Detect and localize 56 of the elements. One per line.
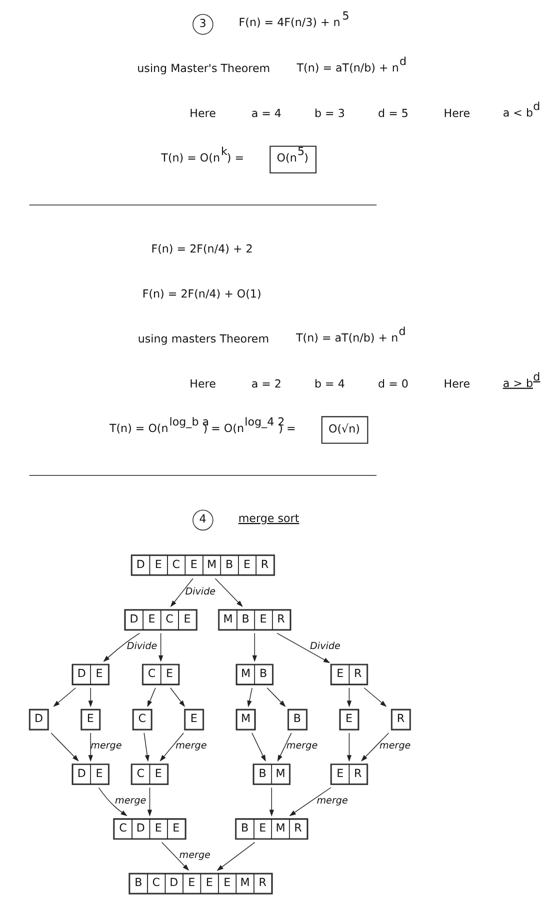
arrow <box>266 688 286 707</box>
edge-label: merge <box>379 740 410 752</box>
edge-label: Divide <box>126 640 157 652</box>
arrow <box>102 632 140 662</box>
label: Here <box>189 378 216 391</box>
edge-label: merge <box>316 795 348 806</box>
arrow <box>252 632 256 662</box>
edge-label: merge <box>114 795 146 806</box>
arrow <box>170 578 193 608</box>
arrow <box>170 688 185 708</box>
label: a = 4 <box>250 107 281 120</box>
arrow <box>268 787 274 816</box>
edge-label: merge <box>178 850 210 862</box>
edge-label: merge <box>90 740 122 752</box>
label: b = 3 <box>314 107 344 120</box>
arrow <box>159 732 184 762</box>
node-circle: 3 <box>192 14 213 35</box>
arrow <box>360 732 389 762</box>
edge-label: Divide <box>310 640 340 652</box>
label: d = 5 <box>378 107 408 120</box>
node-box: O(√n) <box>320 416 368 444</box>
arrow <box>88 688 92 708</box>
label: F(n) = 2F(n/4) + O(1) <box>142 287 261 300</box>
arrow <box>216 842 255 871</box>
arrow <box>276 632 330 664</box>
label: using Master's Theorem <box>136 62 270 76</box>
arrow <box>146 787 152 816</box>
arrow <box>363 688 386 707</box>
arrow <box>88 732 92 762</box>
arrow <box>143 732 149 762</box>
arrow <box>146 688 156 708</box>
arrow <box>246 688 252 708</box>
label: d = 0 <box>378 378 408 391</box>
edge-label: Divide <box>184 586 216 598</box>
label: merge sort <box>238 512 299 525</box>
label: b = 4 <box>314 378 344 391</box>
edge-label: merge <box>286 740 318 752</box>
label: Here <box>443 107 470 120</box>
arrow <box>50 732 78 762</box>
label: a = 2 <box>250 378 281 391</box>
arrow <box>158 632 163 662</box>
node-circle: 4 <box>192 510 213 530</box>
arrow <box>346 732 352 762</box>
arrow <box>276 732 292 762</box>
label: using masters Theorem <box>137 332 269 346</box>
arrow <box>98 787 127 816</box>
arrow <box>52 688 76 707</box>
arrow <box>160 842 189 871</box>
arrow <box>288 787 331 816</box>
label: Here <box>443 378 470 391</box>
label: F(n) = 2F(n/4) + 2 <box>150 242 252 256</box>
arrow <box>214 578 242 608</box>
arrow <box>346 688 352 708</box>
arrow <box>251 732 266 762</box>
edge-label: merge <box>175 740 206 752</box>
label: Here <box>189 107 216 120</box>
